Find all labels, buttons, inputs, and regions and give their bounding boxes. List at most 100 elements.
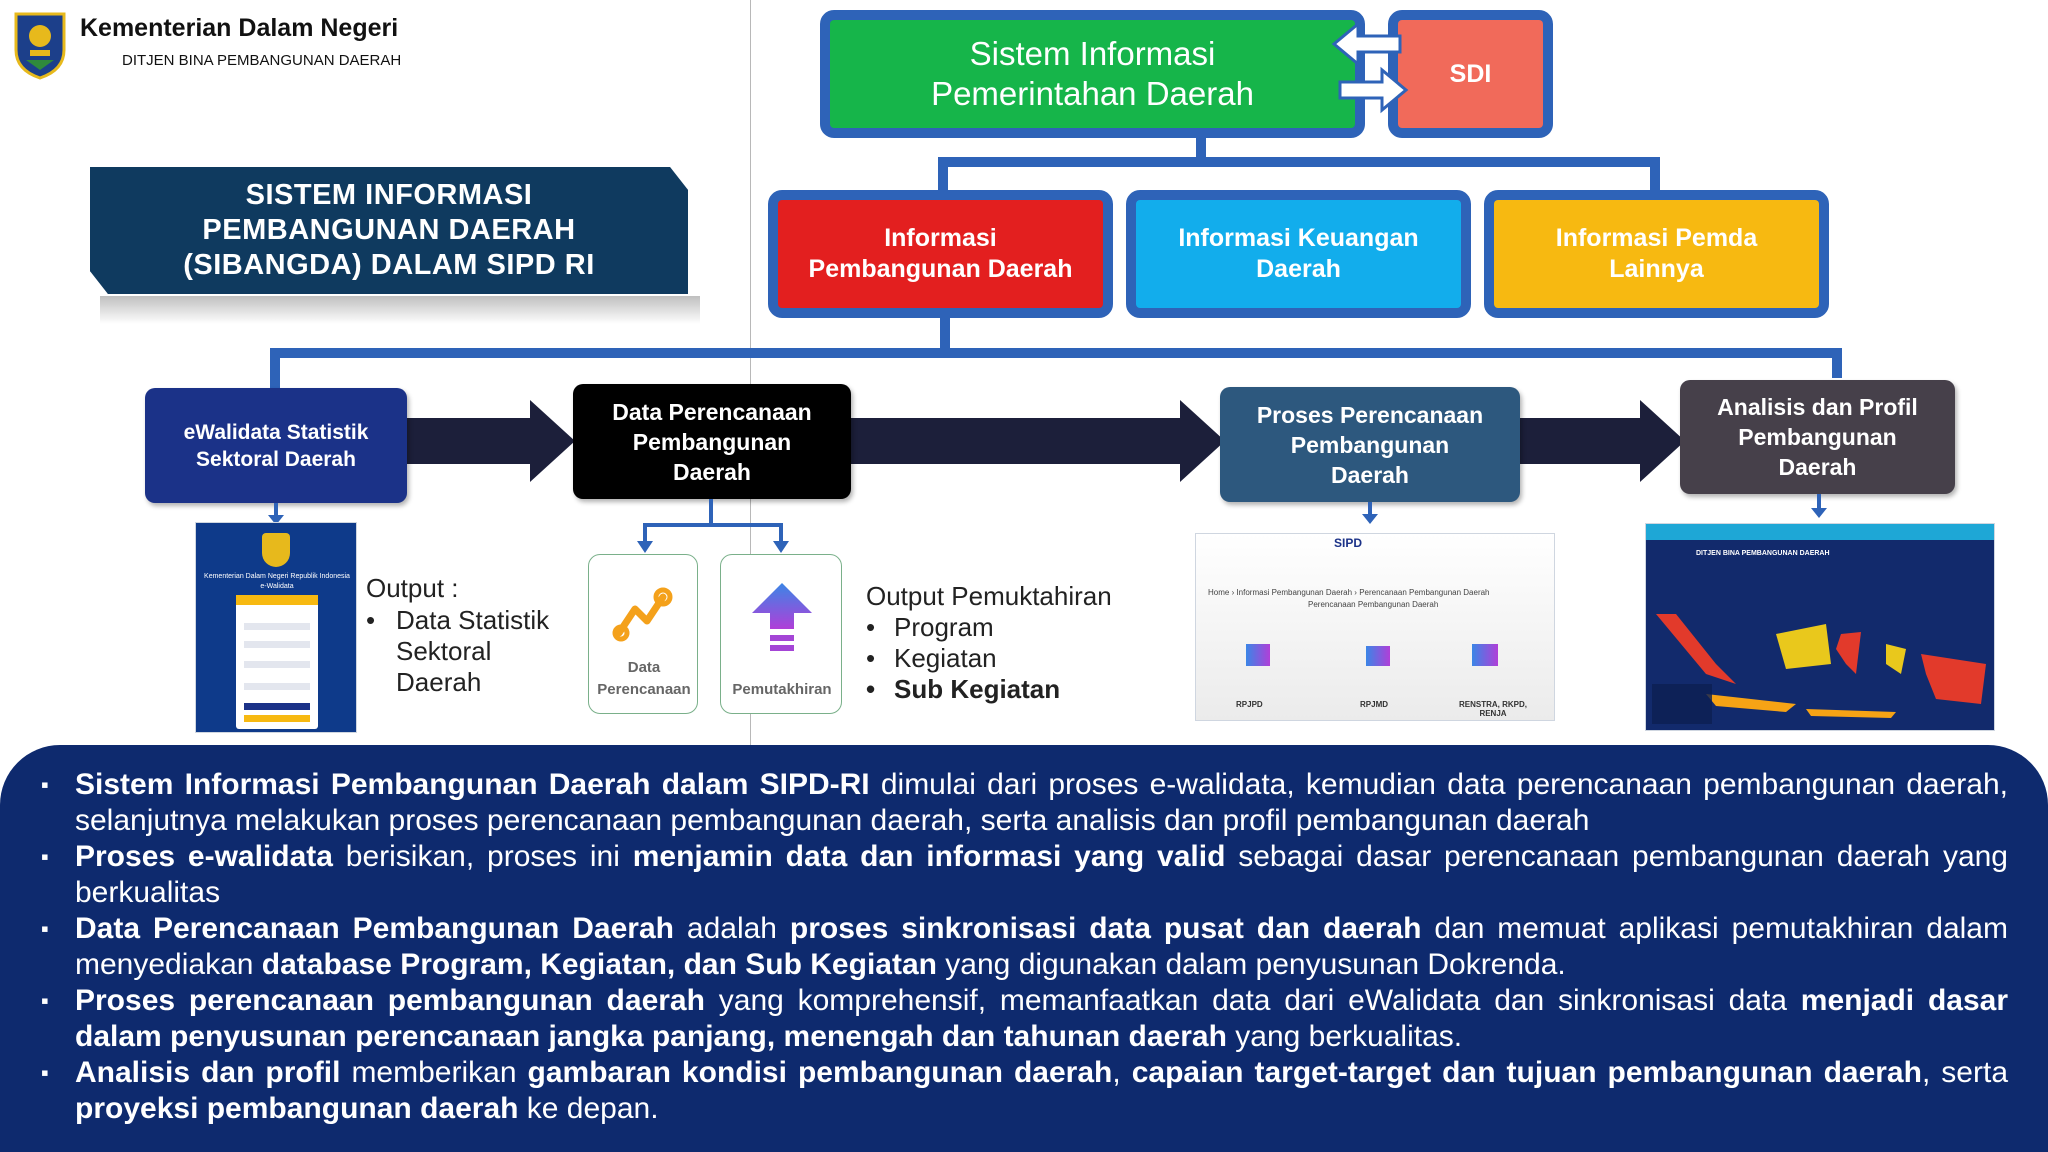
info-keuangan-line-1: Informasi Keuangan: [1178, 224, 1419, 252]
map-header-text: DITJEN BINA PEMBANGUNAN DAERAH: [1696, 550, 1830, 557]
login-card-header: [236, 595, 318, 605]
flow-band-1: [405, 418, 535, 464]
down-arrow-ewalidata-icon: [268, 503, 284, 525]
proses-perencanaan-line-2: Pembangunan: [1290, 431, 1450, 458]
down-arrow-analisis-icon: [1811, 494, 1827, 518]
pemutakhiran-output-title: Output Pemuktahiran: [866, 581, 1112, 611]
sipd-perencanaan-screenshot: SIPD Home › Informasi Pembangunan Daerah…: [1195, 533, 1555, 721]
title-line-1: SISTEM INFORMASI: [245, 179, 533, 211]
sipd-line-2: Pemerintahan Daerah: [931, 75, 1254, 112]
info-pemda-box: Informasi Pemda Lainnya: [1484, 190, 1829, 318]
info-keuangan-box: Informasi Keuangan Daerah: [1126, 190, 1471, 318]
sipd-breadcrumb-1: Informasi Pembangunan Daerah: [1236, 588, 1353, 597]
connector-right-down: [1650, 157, 1660, 197]
flow-arrow-1-icon: [530, 400, 575, 482]
kemendagri-logo: [12, 10, 68, 80]
sdi-box: SDI: [1388, 10, 1553, 138]
sipd-renstra-icon: [1472, 644, 1498, 666]
flow-arrow-2-icon: [1180, 400, 1225, 482]
sipd-item-rpjpd: RPJPD: [1236, 700, 1263, 709]
info-pembangunan-box: Informasi Pembangunan Daerah: [768, 190, 1113, 318]
proses-perencanaan-line-1: Proses Perencanaan: [1256, 401, 1484, 428]
proses-perencanaan-box: Proses Perencanaan Pembangunan Daerah: [1220, 387, 1520, 502]
bullet-4: Proses perencanaan pembangunan daerah ya…: [41, 983, 2008, 1055]
flow-band-3: [1520, 418, 1645, 464]
indonesia-map-icon: [1652, 614, 1986, 724]
info-pembangunan-line-1: Informasi: [884, 224, 997, 252]
connector-top-horizontal: [938, 157, 1660, 167]
data-perencanaan-line-3: Daerah: [673, 458, 751, 485]
login-field-2: [244, 641, 310, 648]
title-banner-shadow: [100, 296, 700, 324]
map-header-bar: [1646, 524, 1994, 540]
info-pembangunan-line-2: Pembangunan Daerah: [808, 255, 1073, 283]
bullet-2: Proses e-walidata berisikan, proses ini …: [41, 839, 2008, 911]
sipd-breadcrumb: Home › Informasi Pembangunan Daerah › Pe…: [1208, 588, 1490, 597]
data-perencanaan-line-2: Pembangunan: [632, 428, 792, 455]
connector-left-down: [938, 157, 948, 197]
login-app-name: e-Walidata: [260, 583, 294, 590]
ewalidata-output-title: Output :: [366, 573, 459, 603]
login-card: [236, 595, 318, 729]
description-panel: Sistem Informasi Pembangunan Daerah dala…: [0, 745, 2048, 1152]
sipd-breadcrumb-line-2: Perencanaan Pembangunan Daerah: [1308, 600, 1439, 609]
proses-perencanaan-line-3: Daerah: [1331, 461, 1409, 488]
pemutakhiran-card-label: Pemutakhiran: [732, 681, 832, 698]
login-title: Kementerian Dalam Negeri Republik Indone…: [204, 573, 350, 580]
down-arrow-proses-icon: [1362, 502, 1378, 524]
login-field-1: [244, 623, 310, 630]
analisis-line-2: Pembangunan: [1738, 424, 1897, 450]
connector-to-ewalidata: [270, 348, 280, 390]
sipd-line-1: Sistem Informasi: [969, 35, 1216, 72]
pemutakhiran-output-list: •Program •Kegiatan •Sub Kegiatan: [866, 612, 1061, 704]
sipd-rpjpd-icon: [1246, 644, 1270, 666]
org-name: Kementerian Dalam Negeri: [80, 14, 399, 42]
connector-data-branch: [643, 523, 783, 527]
ewalidata-login-screenshot: Kementerian Dalam Negeri Republik Indone…: [195, 522, 357, 733]
data-perencanaan-card-label-2: Perencanaan: [597, 681, 691, 698]
sipd-item-renstra: RENSTRA, RKPD, RENJA: [1458, 700, 1527, 718]
bullet-3: Data Perencanaan Pembangunan Daerah adal…: [41, 911, 2008, 983]
login-field-4: [244, 683, 310, 690]
ewalidata-output-list: •Data Statistik Sektoral Daerah: [366, 605, 550, 697]
analisis-line-3: Daerah: [1778, 454, 1857, 480]
bullet-5: Analisis dan profil memberikan gambaran …: [41, 1055, 2008, 1127]
org-subtitle: DITJEN BINA PEMBANGUNAN DAERAH: [122, 52, 402, 69]
data-perencanaan-box: Data Perencanaan Pembangunan Daerah: [573, 384, 851, 499]
sipd-rpjmd-icon: [1366, 646, 1390, 666]
sipd-breadcrumb-home: Home: [1208, 588, 1230, 597]
ewalidata-output-item-1: Data Statistik: [396, 605, 550, 635]
connector-to-analisis: [1832, 348, 1842, 378]
ewalidata-line-2: Sektoral Daerah: [196, 447, 356, 471]
exchange-arrows-icon: [1331, 20, 1409, 114]
analisis-profil-box: Analisis dan Profil Pembangunan Daerah: [1680, 380, 1955, 494]
connector-mid-horizontal: [270, 348, 1842, 358]
panel-divider: [750, 0, 751, 745]
title-line-3: (SIBANGDA) DALAM SIPD RI: [183, 249, 595, 281]
upload-arrow-icon: [752, 583, 812, 651]
down-arrow-data-right-icon: [773, 523, 789, 553]
connector-data-down: [709, 499, 713, 525]
pemutakhiran-item-subkegiatan: Sub Kegiatan: [894, 674, 1061, 704]
info-pemda-line-1: Informasi Pemda: [1555, 224, 1758, 252]
analisis-map-screenshot: DITJEN BINA PEMBANGUNAN DAERAH: [1645, 523, 1995, 731]
ewalidata-output-item-2: Sektoral: [396, 636, 492, 666]
ewalidata-box: eWalidata Statistik Sektoral Daerah: [145, 388, 407, 503]
sipd-logo-text: SIPD: [1334, 536, 1363, 550]
login-button: [244, 703, 310, 710]
ewalidata-line-1: eWalidata Statistik: [183, 420, 369, 444]
pemutakhiran-card[interactable]: Pemutakhiran: [720, 554, 842, 714]
flow-band-2: [850, 418, 1185, 464]
info-keuangan-line-2: Daerah: [1256, 255, 1341, 283]
sdi-label: SDI: [1398, 20, 1543, 128]
sipd-item-rpjmd: RPJMD: [1360, 700, 1389, 709]
login-field-3: [244, 661, 310, 668]
info-pemda-line-2: Lainnya: [1609, 255, 1704, 283]
pemutakhiran-item-program: Program: [894, 612, 994, 642]
connector-mid-vertical: [940, 318, 950, 351]
login-button-2: [244, 715, 310, 722]
sipd-box: Sistem Informasi Pemerintahan Daerah: [820, 10, 1365, 138]
connector-top-vertical: [1196, 138, 1206, 162]
data-perencanaan-card[interactable]: Data Perencanaan: [588, 554, 698, 714]
sipd-breadcrumb-2: Perencanaan Pembangunan Daerah: [1359, 588, 1490, 597]
